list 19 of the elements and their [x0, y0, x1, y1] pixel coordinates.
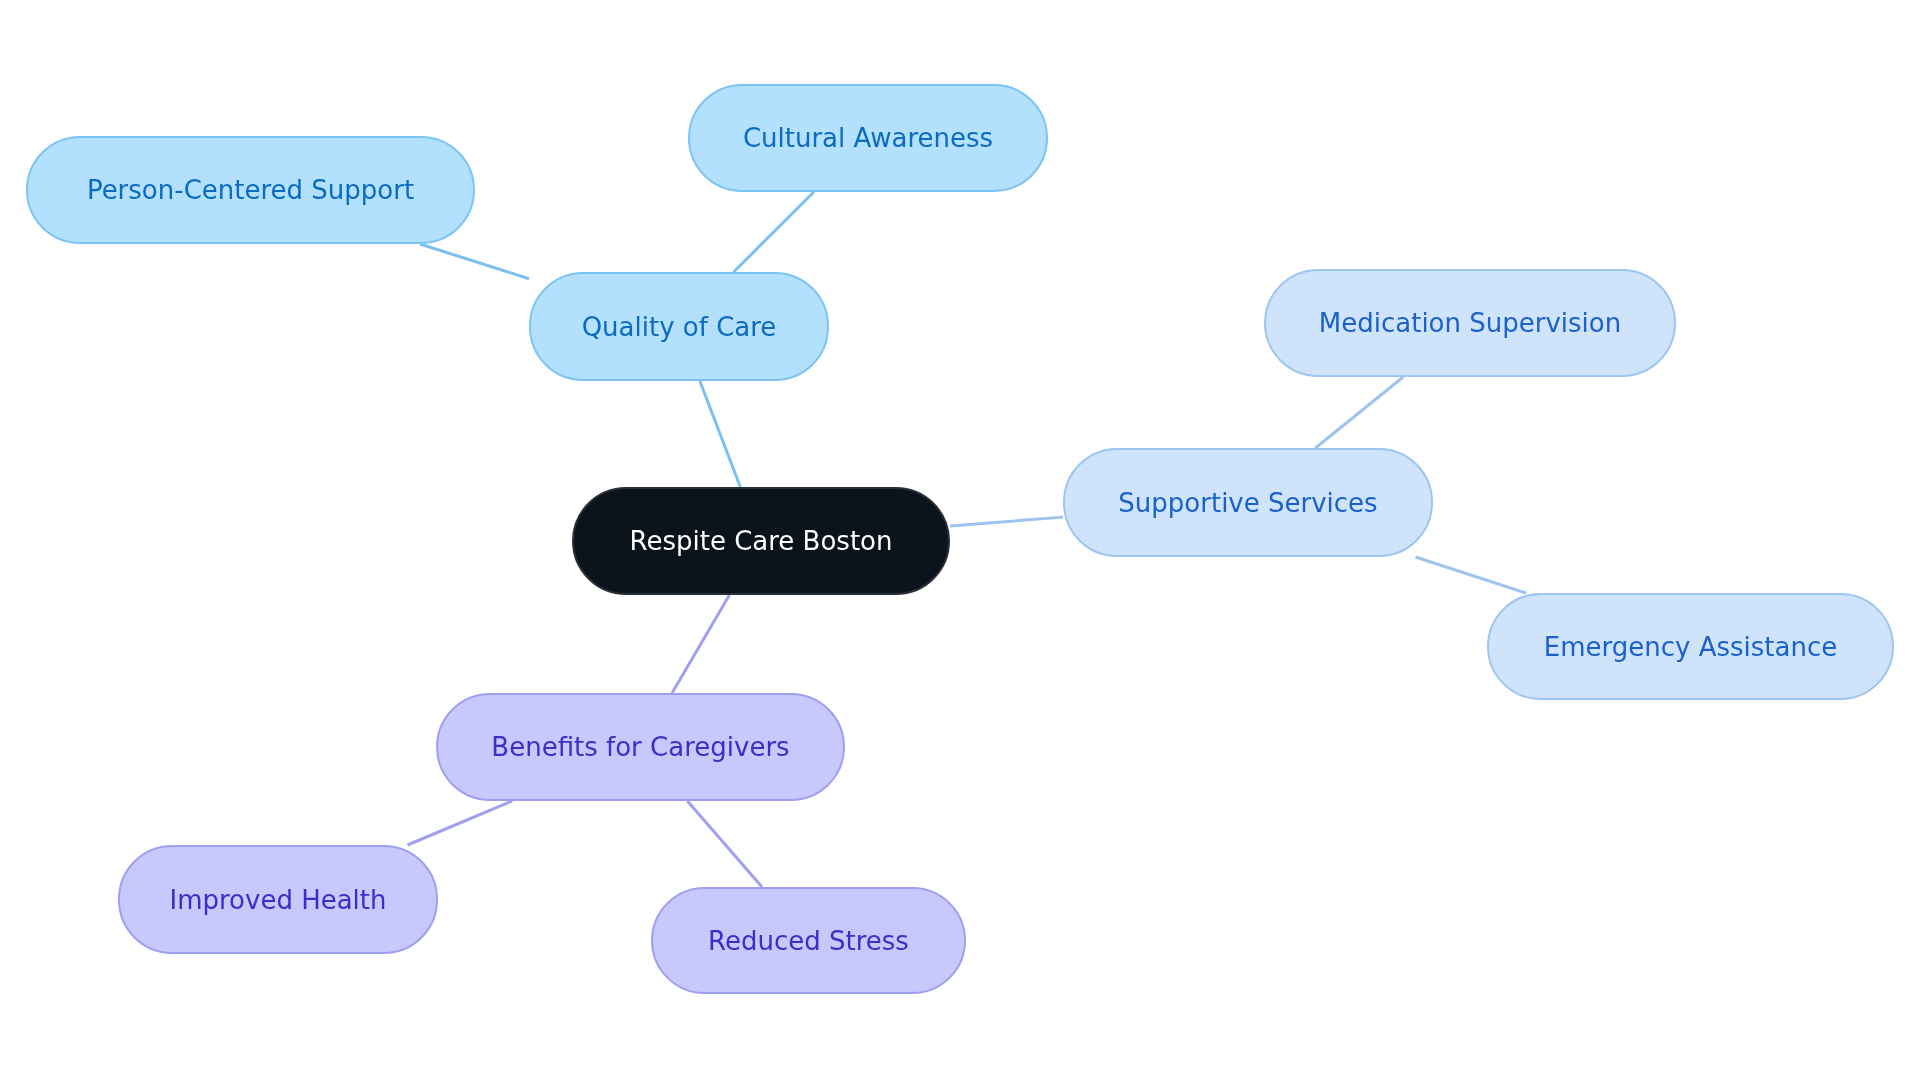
- topic-label: Benefits for Caregivers: [491, 732, 790, 762]
- topic-label: Cultural Awareness: [742, 123, 994, 153]
- topic-label: Medication Supervision: [1318, 308, 1622, 338]
- topic-label: Supportive Services: [1118, 487, 1378, 518]
- topic-label: Person-Centered Support: [86, 175, 415, 205]
- topic-label: Quality of Care: [581, 311, 777, 342]
- topic-label: Reduced Stress: [708, 925, 909, 956]
- topic-label: Improved Health: [169, 884, 387, 915]
- connector-line: [1415, 555, 1527, 595]
- connector-line: [406, 799, 513, 847]
- connector-line: [419, 242, 530, 281]
- connector-line: [949, 515, 1064, 528]
- connector-line: [670, 594, 731, 694]
- connector-line: [686, 800, 764, 888]
- connector-line: [1314, 375, 1405, 450]
- topic-label: Respite Care Boston: [629, 526, 893, 556]
- connector-line: [732, 190, 815, 274]
- connector-line: [698, 380, 742, 488]
- topic-label: Emergency Assistance: [1543, 631, 1838, 662]
